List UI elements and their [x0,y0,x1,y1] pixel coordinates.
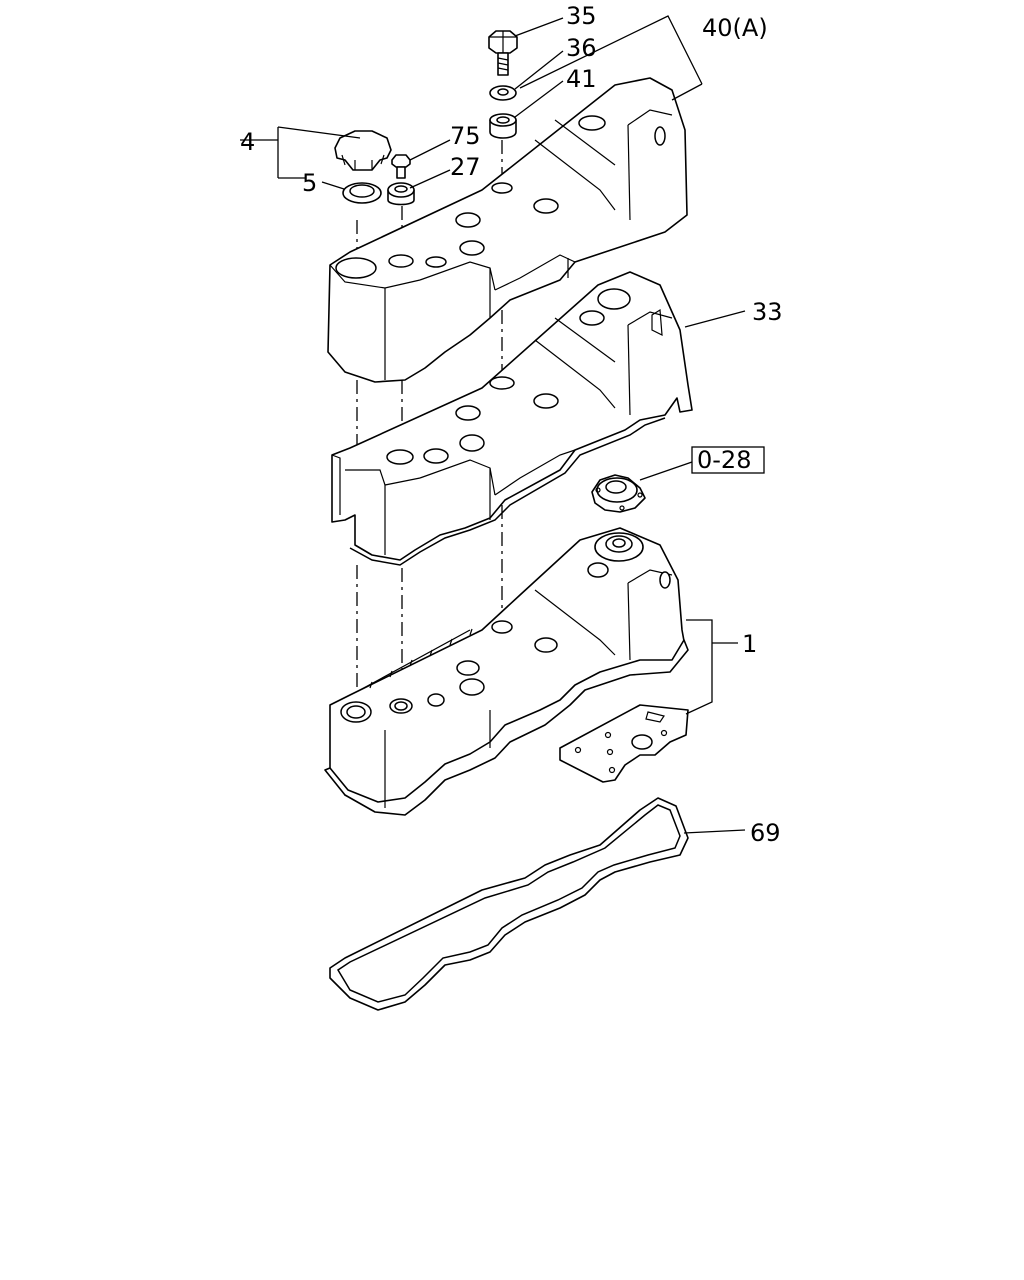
cover-gasket [329,797,689,1011]
callout-69: 69 [750,819,781,847]
callout-27: 27 [450,153,481,181]
callout-0-28: 0-28 [697,446,751,474]
callout-33: 33 [752,298,783,326]
callout-36: 36 [566,34,597,62]
cover-plate [559,704,689,783]
callout-labels: 35 36 41 40(A) 4 5 75 27 33 0-28 1 69 [240,2,783,847]
callout-4: 4 [240,128,255,156]
valve-cover [324,527,689,816]
callout-40a: 40(A) [702,14,768,42]
callout-41: 41 [566,65,597,93]
callout-1: 1 [742,630,757,658]
callout-5: 5 [302,169,317,197]
bolt-assembly [488,30,518,139]
leader-lines [240,15,746,834]
oil-filler-cap [334,130,392,204]
callout-0-28-box [691,446,765,474]
breather-element [591,474,646,513]
callout-35: 35 [566,2,597,30]
plug-and-grommet [387,154,415,206]
outer-head-cover [327,77,688,383]
callout-75: 75 [450,122,481,150]
inner-head-cover [331,271,693,566]
